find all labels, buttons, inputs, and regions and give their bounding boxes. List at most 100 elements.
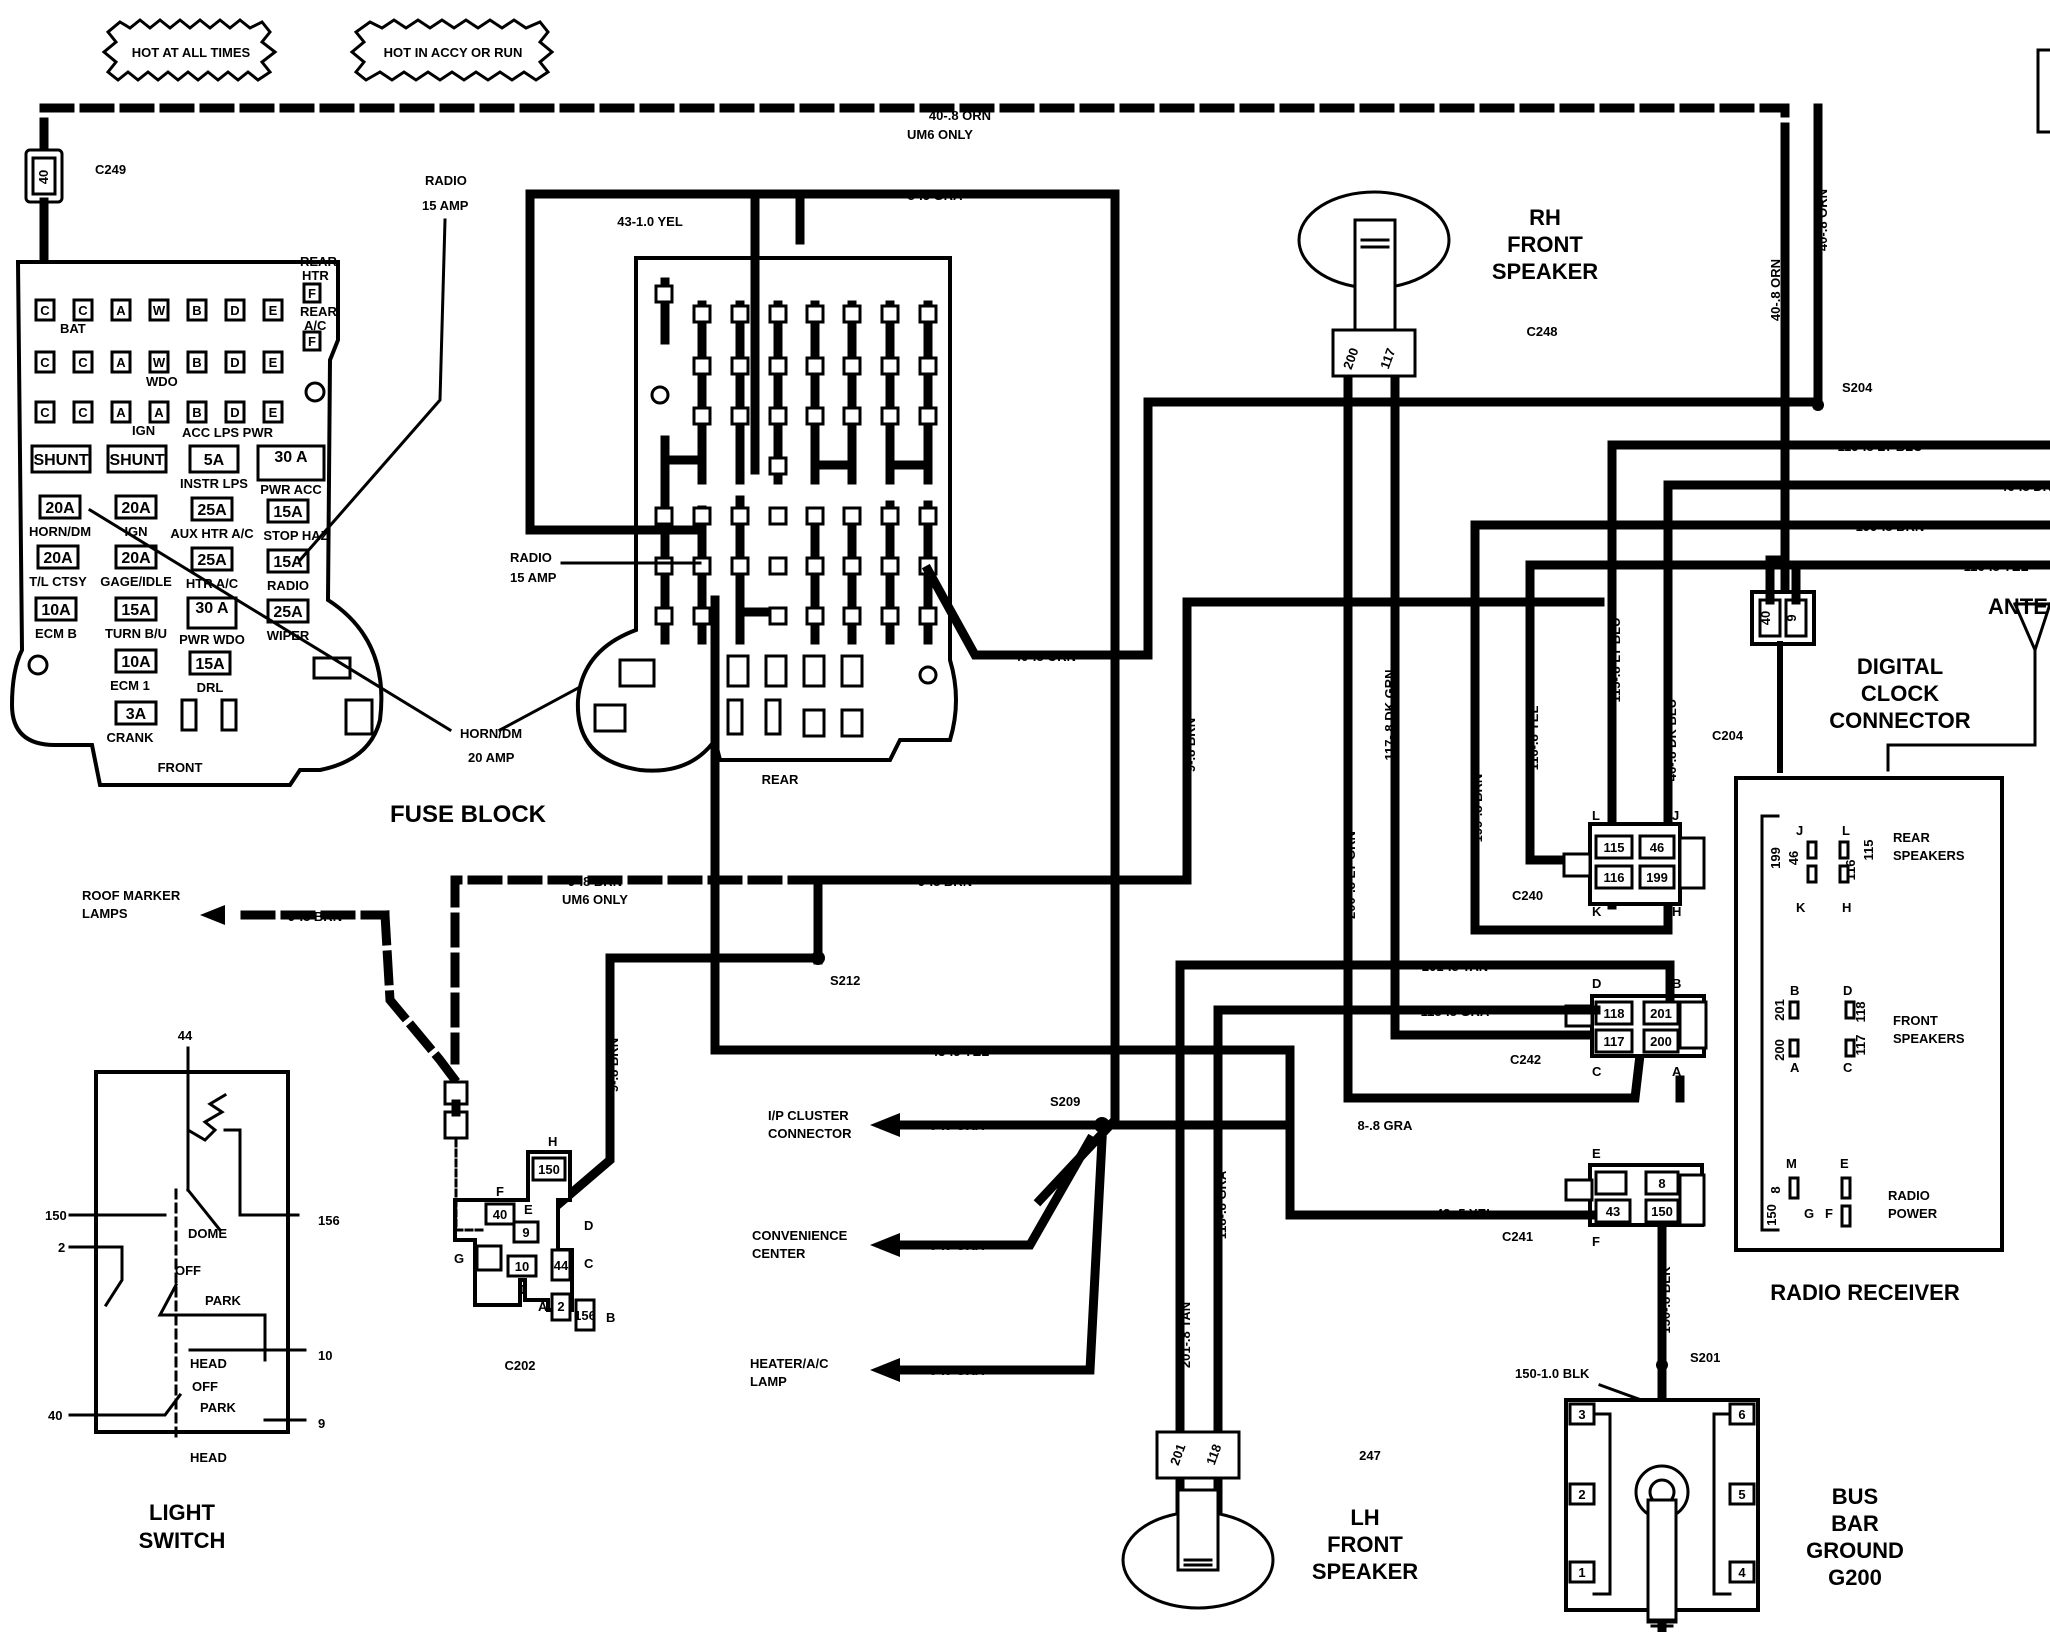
c242-pin-200: 200	[1650, 1034, 1672, 1049]
rr-front-b: B	[1790, 983, 1799, 998]
rr-power-pin-150: 150	[1764, 1204, 1779, 1226]
c242-b: B	[1672, 976, 1681, 991]
c202-h: H	[548, 1134, 557, 1149]
c248-pin-200: 200	[1340, 346, 1362, 372]
fuse-15a-turn-label: TURN B/U	[105, 626, 167, 641]
label-acc-lps-pwr: ACC LPS PWR	[182, 425, 274, 440]
title-fuse-block: FUSE BLOCK	[390, 801, 547, 828]
fuse-5a-label: INSTR LPS	[180, 476, 248, 491]
connector-c241: 43 8 150 E F C241	[1502, 1146, 1706, 1249]
rr-front-a: A	[1790, 1060, 1800, 1075]
dest-roof-1: ROOF MARKER	[82, 888, 181, 903]
label-9-brn-v: 9-.8 BRN	[1183, 718, 1198, 772]
fuse-r3-c3: A	[116, 405, 126, 420]
c248-label: C248	[1526, 324, 1557, 339]
rr-rear-1: REAR	[1893, 830, 1930, 845]
fuse-r3-c5: B	[192, 405, 201, 420]
c240-pin-199: 199	[1646, 870, 1668, 885]
rr-rear-h: H	[1842, 900, 1851, 915]
fuse-15a-radio-label: RADIO	[267, 578, 309, 593]
c249-pin: 40	[36, 170, 51, 184]
wire-9-brn-roof-dash	[380, 910, 462, 1087]
ls-head-1: HEAD	[190, 1356, 227, 1371]
splice-s201-dot	[1656, 1359, 1668, 1371]
callout-radio-top-1: RADIO	[425, 173, 467, 188]
bus-pin-4: 4	[1738, 1565, 1746, 1580]
label-43-yel-c241: 43-.5 YEL	[1436, 1206, 1494, 1221]
fuse-row-1: C C A W B D E	[34, 298, 284, 322]
wire-201-tan	[1175, 960, 1675, 1540]
fuse-15a-radio: 15A	[273, 554, 303, 571]
label-150-blk: 150-1.0 BLK	[1515, 1366, 1590, 1381]
wire-8-gra-heat	[895, 1135, 1107, 1375]
arrow-heat	[870, 1358, 900, 1382]
fuse-block-rear	[575, 256, 958, 773]
c240-pin-46: 46	[1650, 840, 1664, 855]
label-rear-ac-1: REAR	[300, 304, 337, 319]
fuse-r2-c7: E	[269, 355, 278, 370]
rr-front-pin-201: 201	[1772, 999, 1787, 1021]
lh-front-speaker: 201 118	[1121, 1430, 1275, 1610]
c202-pin-9: 9	[522, 1225, 529, 1240]
title-light-switch-2: SWITCH	[139, 1528, 226, 1553]
c241-f: F	[1592, 1234, 1600, 1249]
c249-label: C249	[95, 162, 126, 177]
rr-rear-pin-46: 46	[1786, 851, 1801, 865]
fuse-20a-gage: 20A	[121, 550, 151, 567]
rr-rear-pin-199: 199	[1768, 847, 1783, 869]
c242-pin-201: 201	[1650, 1006, 1672, 1021]
ls-pin-44: 44	[178, 1028, 193, 1043]
c241-e: E	[1592, 1146, 1601, 1161]
label-8-gra-ip: 8-.5 GRA	[930, 1118, 986, 1133]
wire-40-orn-fuse	[921, 397, 1823, 660]
c240-j: J	[1672, 808, 1679, 823]
label-9-brn-c202: 9-.8 BRN	[606, 1038, 621, 1092]
legend-hot-in-accy: HOT IN ACCY OR RUN	[349, 18, 555, 82]
callout-horn-1: HORN/DM	[460, 726, 522, 741]
wire-115-ltblu	[1607, 440, 2050, 910]
c202-pin-10: 10	[515, 1259, 529, 1274]
callout-radio-rear-1: RADIO	[510, 550, 552, 565]
label-46-dk: 46-.8 DK	[2000, 479, 2050, 494]
c242-pin-117: 117	[1604, 1034, 1625, 1049]
c202-e: E	[524, 1202, 533, 1217]
c202-c: C	[584, 1256, 594, 1271]
c202-pin-40: 40	[493, 1207, 507, 1222]
label-199-brn-v: 199-.8 BRN	[1470, 774, 1485, 843]
rr-power-e: E	[1840, 1156, 1849, 1171]
wire-43-yel-mid	[710, 595, 1105, 1055]
label-um6-only: UM6 ONLY	[907, 127, 973, 142]
fuse-10a-ecm-label: ECM B	[35, 626, 77, 641]
label-um6-only-2: UM6 ONLY	[562, 892, 628, 907]
c248-pin-117: 117	[1377, 346, 1398, 371]
fuse-25a-aux-label: AUX HTR A/C	[170, 526, 254, 541]
ls-off-2: OFF	[192, 1379, 218, 1394]
rr-power-pin-8: 8	[1768, 1186, 1783, 1193]
title-radio-receiver: RADIO RECEIVER	[1770, 1280, 1960, 1305]
c202-a: A	[538, 1299, 548, 1314]
fuse-30a-wdo-label: PWR WDO	[179, 632, 245, 647]
arrow-roof	[200, 905, 225, 925]
dest-conv-1: CONVENIENCE	[752, 1228, 848, 1243]
fuse-block-front: C C A W B D E BAT REAR HTR F REAR A/C F …	[9, 254, 384, 787]
label-40-orn-v2: 40-.8 ORN	[1768, 259, 1783, 321]
connector-c249: 40 C249	[24, 148, 126, 204]
title-rh-2: FRONT	[1507, 232, 1583, 257]
label-46-dkblu-v: 46-.8 DK BLU	[1664, 699, 1679, 781]
wire-9-brn-c202	[533, 953, 823, 1227]
c240-h: H	[1672, 904, 1681, 919]
title-rh-3: SPEAKER	[1492, 259, 1598, 284]
c240-pin-115: 115	[1604, 840, 1625, 855]
rr-power-g: G	[1804, 1206, 1814, 1221]
dest-conv-2: CENTER	[752, 1246, 806, 1261]
c202-pin-44: 44	[554, 1258, 569, 1273]
label-116-yel: 116-.8 YEL	[1964, 559, 2029, 574]
c204-pin-40: 40	[1758, 611, 1773, 625]
label-front: FRONT	[158, 760, 203, 775]
fuse-25a-aux: 25A	[197, 502, 227, 519]
fuse-15a-turn: 15A	[121, 602, 151, 619]
dest-roof-2: LAMPS	[82, 906, 128, 921]
fuse-20a-ign: 20A	[121, 500, 151, 517]
fuse-r2-c5: B	[192, 355, 201, 370]
c240-label: C240	[1512, 888, 1543, 903]
